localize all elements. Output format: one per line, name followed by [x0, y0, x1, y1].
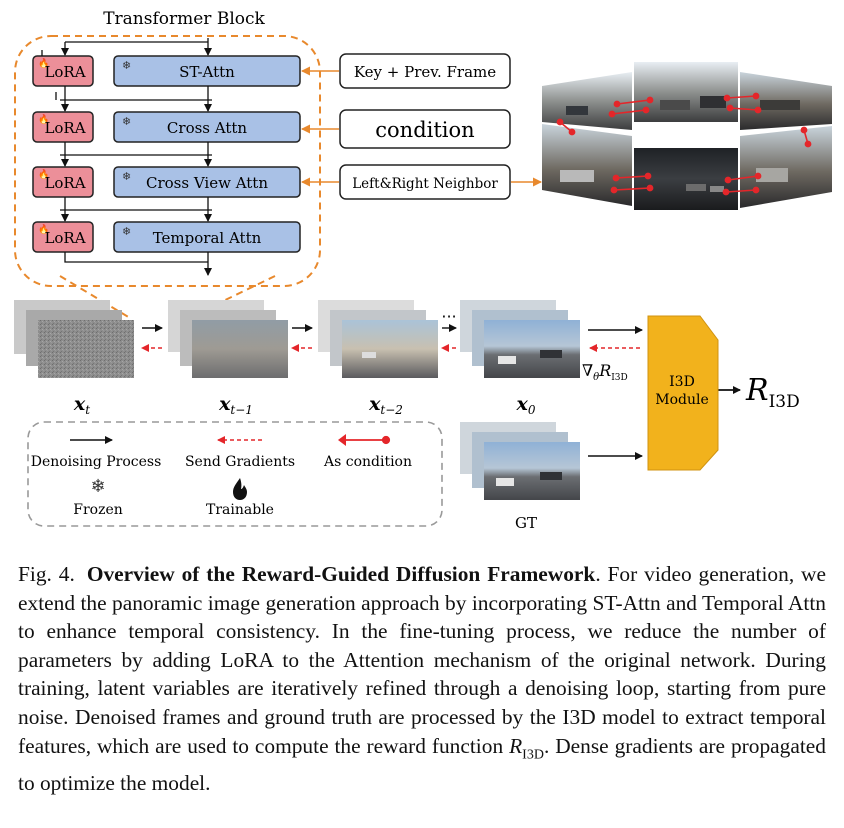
legend-trainable-label: Trainable: [206, 502, 274, 518]
transformer-block-title: Transformer Block: [103, 9, 265, 29]
transformer-block-container: [14, 35, 321, 287]
attn-label: ST-Attn: [179, 63, 235, 81]
frame-label-x0: x0: [516, 393, 536, 417]
caption-title: Overview of the Reward-Guided Diffusion …: [86, 562, 596, 586]
attn-box: [113, 166, 301, 198]
flame-icon: 🔥: [38, 223, 49, 235]
snowflake-icon: ❄: [122, 59, 131, 72]
i3d-module: I3D Module: [647, 315, 719, 471]
caption-text-end: . Dense gradients are propagated to opti…: [18, 733, 826, 796]
snowflake-icon: ❄: [90, 476, 105, 497]
attn-box: [113, 221, 301, 253]
frame-stack-xt2: [318, 300, 438, 378]
lora-box: [32, 221, 94, 253]
snowflake-icon: ❄: [122, 225, 131, 238]
lora-label: LoRA: [44, 174, 85, 192]
flame-icon: 🔥: [38, 168, 49, 180]
caption-reward-symbol: R: [509, 733, 523, 758]
caption-text: . For video generation, we extend the pa…: [18, 562, 826, 758]
input-left-right-neighbor: Left&Right Neighbor: [339, 164, 511, 200]
legend-denoise-label: Denoising Process: [31, 454, 162, 470]
ellipsis: ···: [441, 307, 456, 326]
legend-frozen-label: Frozen: [73, 502, 123, 518]
pano-view-bottom-right: [740, 126, 832, 208]
svg-text:Module: Module: [655, 392, 709, 408]
svg-text:Key + Prev. Frame: Key + Prev. Frame: [354, 63, 496, 81]
pano-view-bottom-left: [542, 124, 632, 206]
legend-gradient-label: Send Gradients: [185, 454, 295, 470]
attn-label: Cross Attn: [167, 119, 247, 137]
lora-label: LoRA: [44, 229, 85, 247]
pano-view-bottom-center: [634, 148, 738, 210]
legend-condition-label: As condition: [323, 454, 412, 470]
frame-stack-x0: [460, 300, 580, 378]
frame-label-xt: xt: [73, 393, 90, 417]
caption-fig-number: Fig. 4.: [18, 562, 75, 586]
flame-icon: 🔥: [38, 57, 49, 69]
framework-diagram: Transformer Block 🔥 LoRA ❄ ST-Attn 🔥 LoR…: [14, 9, 832, 532]
attn-box: [113, 111, 301, 143]
flame-icon: 🔥: [38, 113, 49, 125]
gradient-label: ∇θRI3D: [582, 361, 628, 383]
attn-box: [113, 55, 301, 87]
attn-label: Temporal Attn: [153, 229, 262, 247]
svg-text:Left&Right Neighbor: Left&Right Neighbor: [352, 176, 498, 192]
figure-caption: Fig. 4. Overview of the Reward-Guided Dif…: [18, 560, 826, 798]
layer-row-cross-view-attn: 🔥 LoRA ❄ Cross View Attn: [32, 166, 301, 198]
flame-icon: [233, 478, 247, 500]
lora-box: [32, 111, 94, 143]
layer-row-temporal-attn: 🔥 LoRA ❄ Temporal Attn: [32, 221, 301, 253]
pano-view-top-center: [634, 62, 738, 122]
zoom-line-right: [187, 275, 276, 319]
frame-stack-gt: [460, 422, 580, 500]
input-key-prev-frame: Key + Prev. Frame: [339, 53, 511, 89]
svg-text:I3D: I3D: [669, 374, 695, 390]
lora-label: LoRA: [44, 63, 85, 81]
panorama-views: [542, 62, 832, 210]
legend: Denoising Process Send Gradients As cond…: [27, 421, 443, 527]
frame-stack-xt1: [168, 300, 288, 378]
denoise-arrows: [142, 324, 741, 460]
snowflake-icon: ❄: [122, 170, 131, 183]
lora-box: [32, 166, 94, 198]
legend-condition-arrow: [338, 434, 391, 446]
layer-row-st-attn: 🔥 LoRA ❄ ST-Attn: [32, 55, 301, 87]
layer-row-cross-attn: 🔥 LoRA ❄ Cross Attn: [32, 111, 301, 143]
caption-reward-sub: I3D: [522, 746, 544, 762]
attn-label: Cross View Attn: [146, 174, 268, 192]
block-flow-arrows: [41, 38, 212, 276]
reward-label: RI3D: [745, 373, 800, 412]
frame-label-xt2: xt−2: [368, 393, 403, 417]
condition-orange-arrows: [301, 66, 542, 187]
zoom-line-left: [59, 275, 131, 319]
lora-box: [32, 55, 94, 87]
svg-text:condition: condition: [375, 118, 474, 142]
frame-stack-xt: [14, 300, 134, 378]
lora-label: LoRA: [44, 119, 85, 137]
frame-label-xt1: xt−1: [218, 393, 253, 417]
gt-label: GT: [515, 514, 537, 532]
input-condition: condition: [339, 109, 511, 149]
snowflake-icon: ❄: [122, 115, 131, 128]
